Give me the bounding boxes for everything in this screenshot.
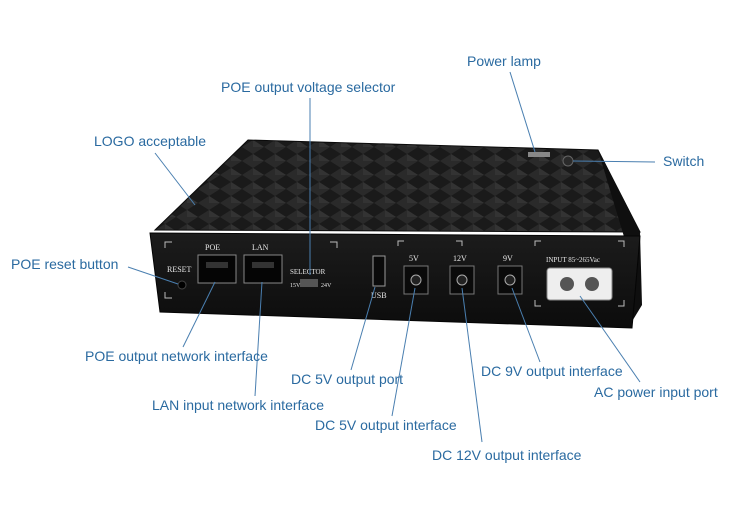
panel-frame-marks: [164, 240, 625, 307]
panel-label-12v: 12V: [453, 254, 467, 263]
panel-label-usb: USB: [371, 291, 387, 300]
panel-label-selector: SELECTOR: [290, 268, 326, 276]
device-top-surface: [153, 139, 641, 233]
usb-port: [372, 255, 386, 287]
voltage-selector-switch: [300, 279, 318, 287]
panel-label-24v: 24V: [321, 283, 332, 289]
callout-dc5v-port: DC 5V output port: [291, 371, 404, 387]
panel-label-15v: 15V: [290, 283, 301, 289]
callout-power-lamp: Power lamp: [467, 53, 541, 69]
panel-label-5v: 5V: [409, 254, 419, 263]
panel-label-9v: 9V: [503, 254, 513, 263]
leader-lines: [127, 71, 656, 443]
callout-dc12v: DC 12V output interface: [432, 447, 582, 463]
callout-ac-input: AC power input port: [594, 384, 718, 400]
power-lamp: [528, 152, 550, 157]
callout-poe-reset: POE reset button: [11, 256, 119, 272]
poe-port: [197, 254, 237, 284]
panel-label-lan: LAN: [252, 243, 269, 252]
panel-label-input: INPUT 85~265Vac: [546, 256, 600, 264]
ac-input-socket: [546, 267, 613, 301]
panel-label-reset: RESET: [167, 265, 192, 274]
callout-lan-input: LAN input network interface: [152, 397, 324, 413]
dc5v-jack: [403, 265, 429, 295]
callout-poe-voltage-selector: POE output voltage selector: [221, 79, 396, 95]
callout-poe-output: POE output network interface: [85, 348, 268, 364]
reset-button-hole: [177, 280, 187, 290]
callout-logo: LOGO acceptable: [94, 133, 207, 149]
callout-dc5v-interface: DC 5V output interface: [315, 417, 457, 433]
power-switch: [562, 155, 574, 167]
callout-dc9v: DC 9V output interface: [481, 363, 623, 379]
lan-port: [243, 254, 283, 284]
panel-label-poe: POE: [205, 243, 220, 252]
callout-switch: Switch: [663, 153, 705, 169]
